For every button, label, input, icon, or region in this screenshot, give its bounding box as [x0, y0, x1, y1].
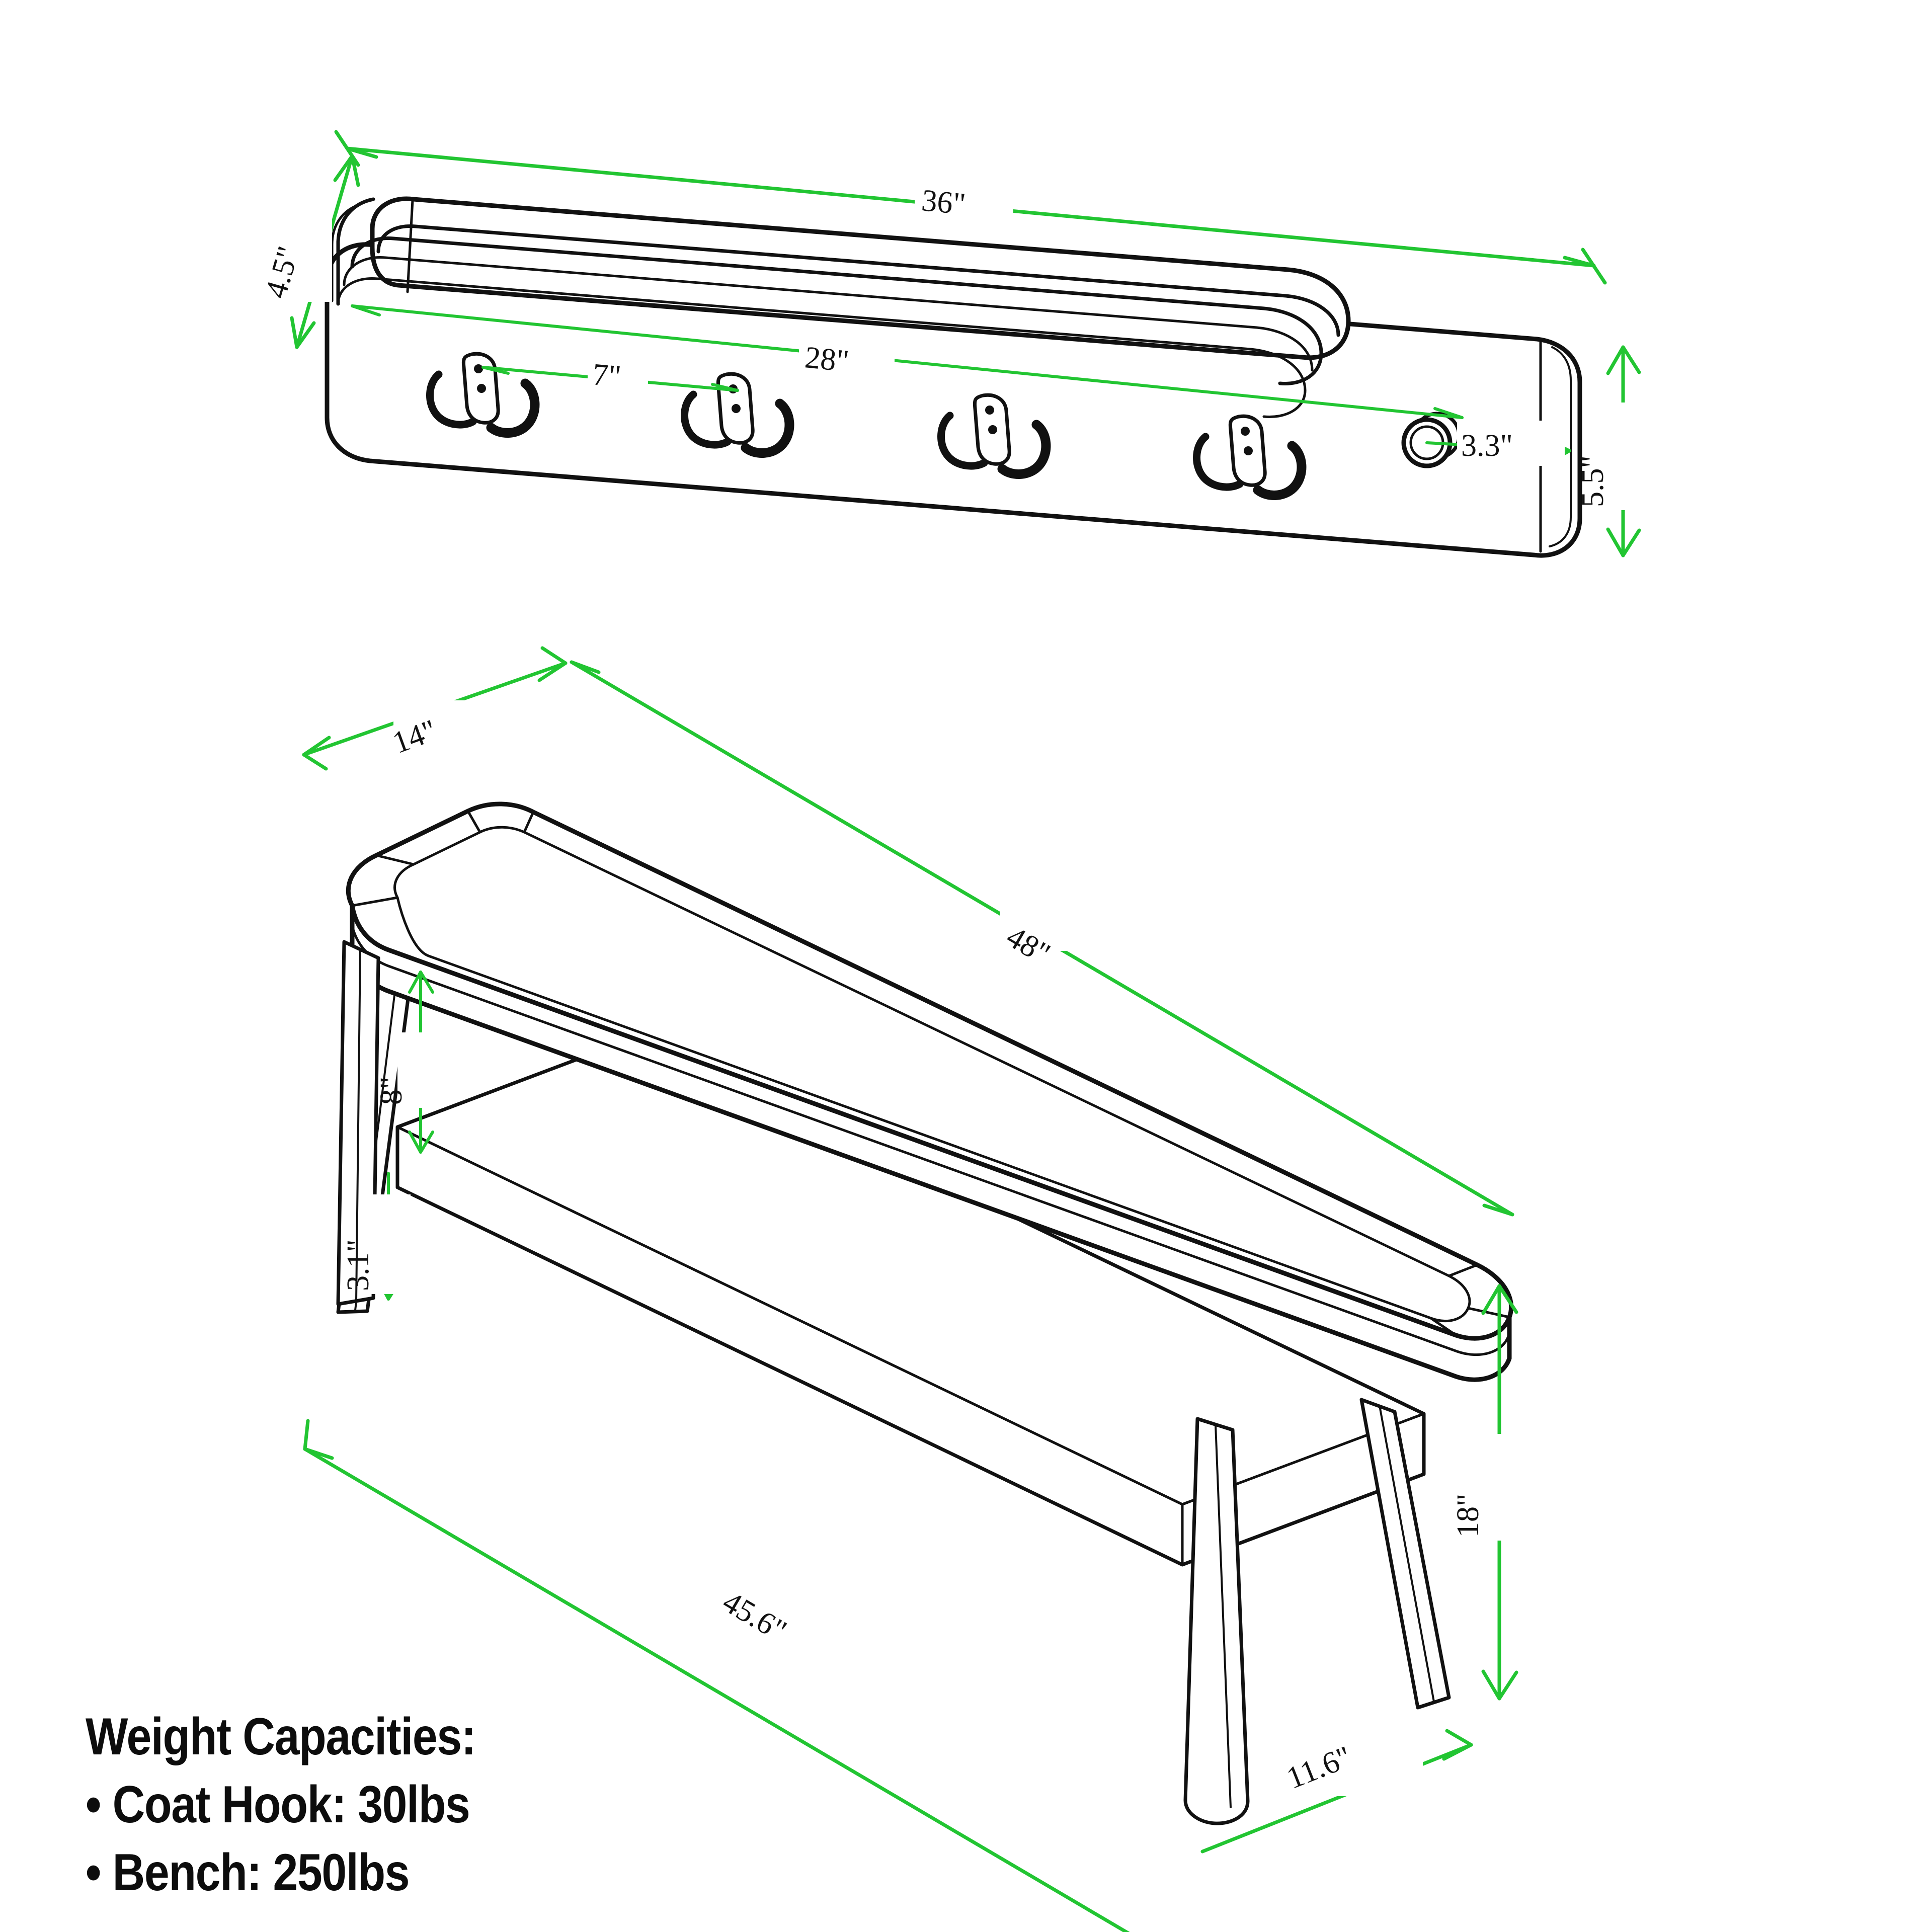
- dim-rack-knob-offset: 3.3": [1425, 421, 1571, 466]
- weight-capacity-item: • Coat Hook: 30lbs: [86, 1776, 470, 1834]
- dim-label-rack-hook-span: 28": [803, 340, 851, 378]
- coat-hook[interactable]: [937, 393, 1051, 479]
- weight-capacities-title: Weight Capacities:: [86, 1708, 476, 1766]
- bench-leg-front-right: [1183, 1417, 1250, 1825]
- weight-capacities-block: Weight Capacities: • Coat Hook: 30lbs • …: [86, 1703, 626, 1907]
- figure-coat-hook-rack: 36" 4.5" 28": [259, 130, 1651, 558]
- dim-bench-height: 18": [1451, 1284, 1524, 1701]
- dim-label-rack-hook-gap: 7": [591, 357, 622, 394]
- dim-bench-shelf-clear: 3.1": [341, 1172, 411, 1301]
- dim-label-bench-seat-to-shelf: 8": [374, 1077, 409, 1105]
- dim-label-bench-shelf-clear: 3.1": [341, 1239, 375, 1291]
- dim-label-rack-height: 5.5": [1576, 455, 1610, 507]
- rack-hook-group: [426, 352, 1307, 500]
- coat-hook[interactable]: [1193, 414, 1307, 500]
- dim-bench-length: 48": [570, 660, 1514, 1217]
- dim-rack-height: 5.5": [1576, 345, 1651, 557]
- dim-rack-hook-gap: 7": [481, 352, 739, 395]
- dim-label-rack-knob-offset: 3.3": [1461, 429, 1513, 463]
- dim-label-bench-height: 18": [1451, 1494, 1485, 1538]
- weight-capacity-item: • Bench: 250lbs: [86, 1843, 410, 1902]
- coat-hook[interactable]: [426, 352, 540, 438]
- dim-bench-depth: 14": [302, 646, 568, 771]
- bench-seat-top: [346, 801, 1514, 1382]
- bench-leg-rear-right: [1359, 1398, 1451, 1710]
- dim-rack-hook-span: 28": [351, 304, 1464, 419]
- dim-rack-depth: 4.5": [259, 154, 360, 349]
- dim-label-rack-length: 36": [920, 183, 967, 221]
- rack-knob[interactable]: [1401, 412, 1461, 468]
- figure-storage-bench: 14" 48" 8": [302, 646, 1524, 1932]
- rack-shelf-ledge: [331, 196, 1351, 419]
- dim-bench-seat-to-shelf: 8": [374, 971, 444, 1154]
- coat-hook[interactable]: [681, 372, 794, 458]
- dim-bench-shelf-depth: 11.6": [1200, 1729, 1473, 1854]
- dim-rack-length: 36": [334, 130, 1607, 285]
